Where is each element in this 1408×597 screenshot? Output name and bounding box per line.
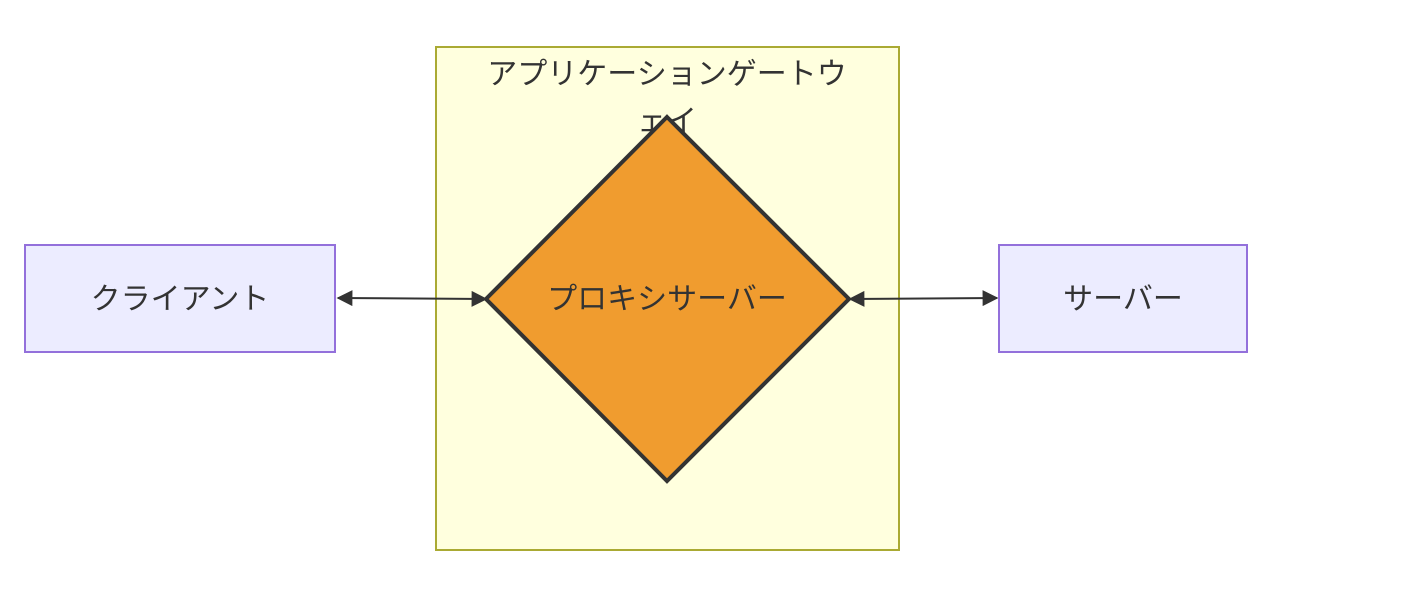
edge-client-proxy [336,290,488,307]
client-node[interactable] [24,244,336,353]
server-node[interactable] [998,244,1248,353]
edge-proxy-server [848,290,999,307]
proxy-server-node-label: プロキシサーバー [547,282,787,317]
client-node-label: クライアント [91,282,270,317]
gateway-group-title-line1: アプリケーションゲートウ [487,57,846,92]
proxy-server-node[interactable] [483,114,852,484]
server-node-label: サーバー [1063,282,1183,317]
